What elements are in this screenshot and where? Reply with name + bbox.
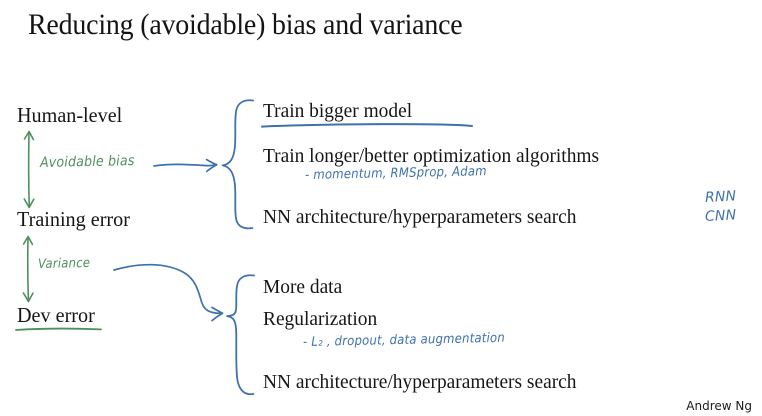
connector-variance-to-brace	[113, 263, 224, 322]
remedy-nn-architecture-search-bias: NN architecture/hyperparameters search	[263, 206, 577, 228]
remedy-train-bigger-model: Train bigger model	[263, 100, 413, 122]
level-label-training-error: Training error	[17, 207, 130, 231]
annotation-cnn: CNN	[704, 207, 737, 225]
brace-bias-remedies	[221, 99, 254, 230]
arrow-avoidable-bias	[23, 130, 35, 209]
level-label-dev-error: Dev error	[17, 303, 95, 327]
underline-dev-error	[15, 327, 102, 331]
page-title: Reducing (avoidable) bias and variance	[28, 8, 463, 41]
underline-train-bigger-model	[261, 123, 473, 128]
connector-bias-to-brace	[153, 158, 218, 173]
brace-variance-remedies	[226, 274, 255, 396]
annotation-variance: Variance	[37, 255, 91, 272]
footer-author: Andrew Ng	[686, 399, 752, 413]
annotation-regularization-methods: - L₂ , dropout, data augmentation	[302, 330, 506, 350]
remedy-train-longer-optimization: Train longer/better optimization algorit…	[263, 145, 600, 167]
annotation-rnn: RNN	[704, 188, 737, 206]
remedy-regularization: Regularization	[263, 308, 378, 330]
remedy-nn-architecture-search-variance: NN architecture/hyperparameters search	[263, 371, 577, 393]
level-label-human-level: Human-level	[17, 103, 123, 127]
remedy-more-data: More data	[263, 276, 343, 298]
annotation-optimization-methods: - momentum, RMSprop, Adam	[304, 164, 487, 183]
arrow-variance	[22, 235, 34, 303]
annotation-avoidable-bias: Avoidable bias	[39, 153, 135, 171]
